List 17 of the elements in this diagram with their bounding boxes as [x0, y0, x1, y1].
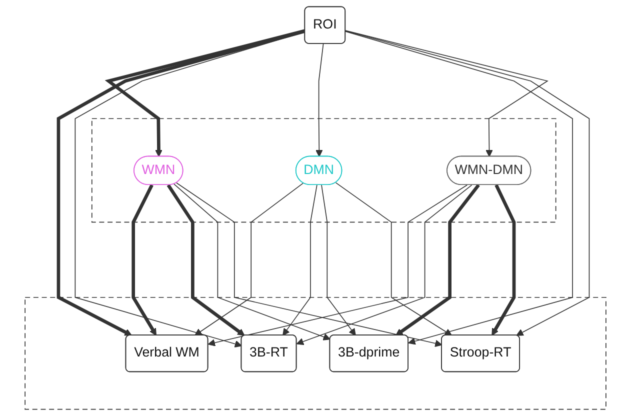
arrow: [282, 184, 318, 336]
arrow: [104, 29, 306, 157]
arrow: [296, 184, 472, 346]
arrow: [345, 30, 548, 157]
arrow: [208, 184, 468, 346]
arrow: [174, 184, 330, 340]
arrow: [176, 182, 442, 347]
arrow: [492, 184, 516, 336]
arrow: [335, 182, 452, 336]
arrow: [321, 184, 356, 336]
arrow: [132, 184, 157, 336]
arrow: [194, 182, 304, 336]
cluster: [91, 118, 556, 223]
cluster: [24, 296, 606, 410]
arrow: [315, 43, 324, 157]
arrow: [396, 184, 480, 336]
arrow: [166, 184, 245, 336]
